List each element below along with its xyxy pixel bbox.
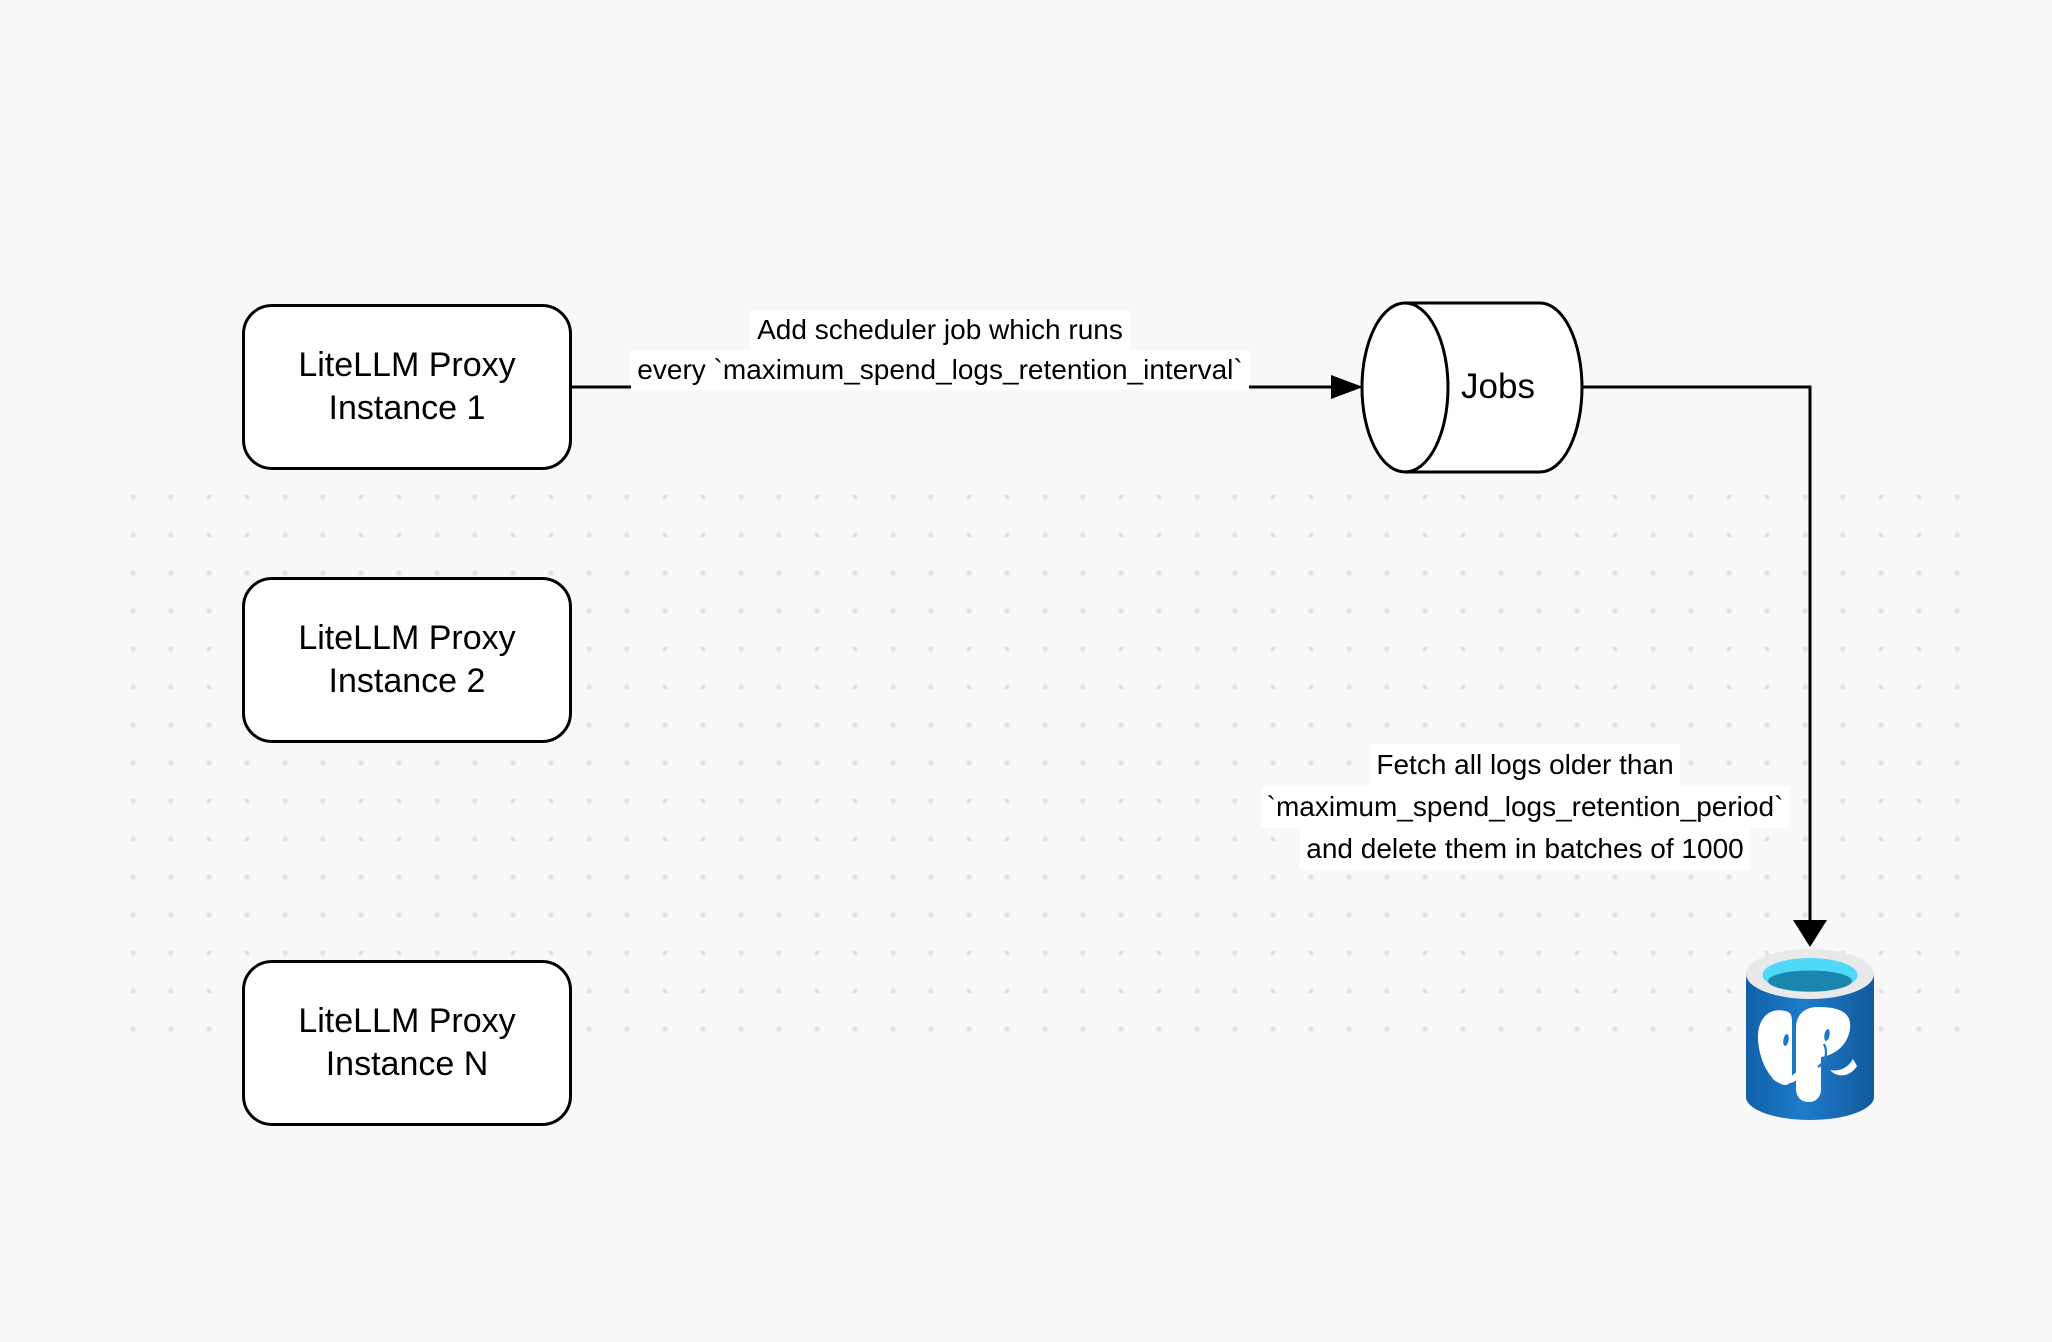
jobs-cylinder	[1360, 301, 1584, 474]
postgres-elephant-icon	[1757, 1007, 1857, 1102]
edge-label-line: `maximum_spend_logs_retention_period`	[1225, 786, 1825, 828]
node-label-line: Instance 2	[328, 662, 486, 700]
arrowhead-down-icon	[1793, 920, 1827, 947]
node-label-line: Instance N	[325, 1045, 489, 1083]
node-label-line: LiteLLM Proxy	[298, 1002, 516, 1040]
edge-label-line: and delete them in batches of 1000	[1225, 828, 1825, 870]
postgres-database-icon	[1746, 949, 1874, 1120]
edge-label-line: every `maximum_spend_logs_retention_inte…	[540, 350, 1340, 390]
fetch-arrow	[1582, 385, 1827, 947]
arrowhead-right-icon	[1331, 375, 1363, 399]
node-proxy-instance-1: LiteLLM Proxy Instance 1	[242, 304, 572, 470]
node-label-line: LiteLLM Proxy	[298, 619, 516, 657]
node-label-line: LiteLLM Proxy	[298, 346, 516, 384]
node-proxy-instance-2: LiteLLM Proxy Instance 2	[242, 577, 572, 743]
node-label-line: Instance 1	[328, 389, 486, 427]
node-proxy-instance-n: LiteLLM Proxy Instance N	[242, 960, 572, 1126]
jobs-node-label: Jobs	[1461, 367, 1535, 406]
edge-label-fetch: Fetch all logs older than `maximum_spend…	[1225, 744, 1825, 870]
edge-label-scheduler: Add scheduler job which runs every `maxi…	[540, 310, 1340, 390]
edge-label-line: Fetch all logs older than	[1225, 744, 1825, 786]
postgres-water-deep	[1768, 970, 1852, 992]
edge-label-line: Add scheduler job which runs	[540, 310, 1340, 350]
